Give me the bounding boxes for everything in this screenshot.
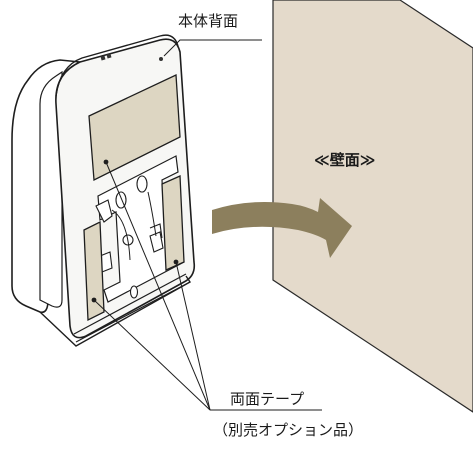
leader-dot <box>173 259 179 265</box>
tape-lower-left <box>83 220 105 322</box>
left-hook <box>95 199 113 223</box>
indicator-dot <box>106 53 112 59</box>
right-latch <box>149 223 163 239</box>
bottom-slot <box>129 285 139 299</box>
leader-tape-lines <box>93 161 322 411</box>
right-hook <box>149 231 164 253</box>
tape-label: 両面テープ <box>230 390 305 408</box>
device-top-edge <box>55 34 179 97</box>
top-screw <box>159 57 163 61</box>
wall-panel <box>272 0 473 413</box>
leader-body-back <box>163 39 262 57</box>
keyhole-slot <box>136 175 148 193</box>
body-back-label: 本体背面 <box>178 12 239 30</box>
wall-label: ≪壁面≫ <box>314 151 376 169</box>
leader-dot <box>103 159 109 165</box>
device-front-inner <box>39 70 63 308</box>
device-base <box>39 275 192 347</box>
plate-ridge <box>111 191 157 261</box>
tape-upper <box>88 74 181 182</box>
mount-direction-arrow <box>212 198 352 258</box>
leader-dot <box>91 297 97 303</box>
indicator-dot <box>100 55 106 61</box>
tape-lower-right <box>161 175 185 271</box>
tape-note-label: （別売オプション品） <box>213 421 364 439</box>
